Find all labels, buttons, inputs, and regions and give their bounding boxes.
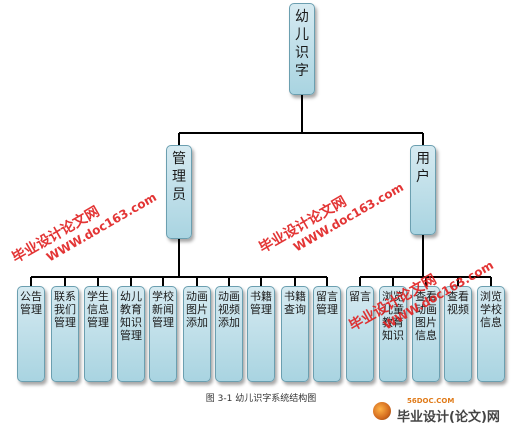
node-user-child: 留言 xyxy=(346,286,374,382)
logo-brand-text: 毕业设计(论文)网 xyxy=(397,410,500,425)
node-root: 幼儿识字 xyxy=(289,3,315,95)
node-user-child: 浏览学校信息 xyxy=(477,286,505,382)
node-admin-child: 书籍查询 xyxy=(281,286,309,382)
node-admin-child: 动画图片添加 xyxy=(183,286,211,382)
node-admin-child: 留言管理 xyxy=(313,286,341,382)
node-admin-child: 联系我们管理 xyxy=(51,286,79,382)
site-logo: 56DOC.COM 毕业设计(论文)网 xyxy=(345,397,519,425)
node-admin: 管理员 xyxy=(166,145,192,239)
node-user: 用户 xyxy=(410,145,436,235)
node-admin-child: 公告管理 xyxy=(17,286,45,382)
node-user-child: 查看视频 xyxy=(444,286,472,382)
node-admin-child: 动画视频添加 xyxy=(215,286,243,382)
node-user-child: 浏览儿童教育知识 xyxy=(379,286,407,382)
node-admin-child: 学生信息管理 xyxy=(84,286,112,382)
logo-icon xyxy=(373,402,391,420)
figure-caption: 图 3-1 幼儿识字系统结构图 xyxy=(205,394,317,404)
node-user-child: 查看动画图片信息 xyxy=(412,286,440,382)
node-admin-child: 书籍管理 xyxy=(247,286,275,382)
logo-site-text: 56DOC.COM xyxy=(407,397,455,405)
node-admin-child: 学校新闻管理 xyxy=(149,286,177,382)
node-admin-child: 幼儿教育知识管理 xyxy=(117,286,145,382)
